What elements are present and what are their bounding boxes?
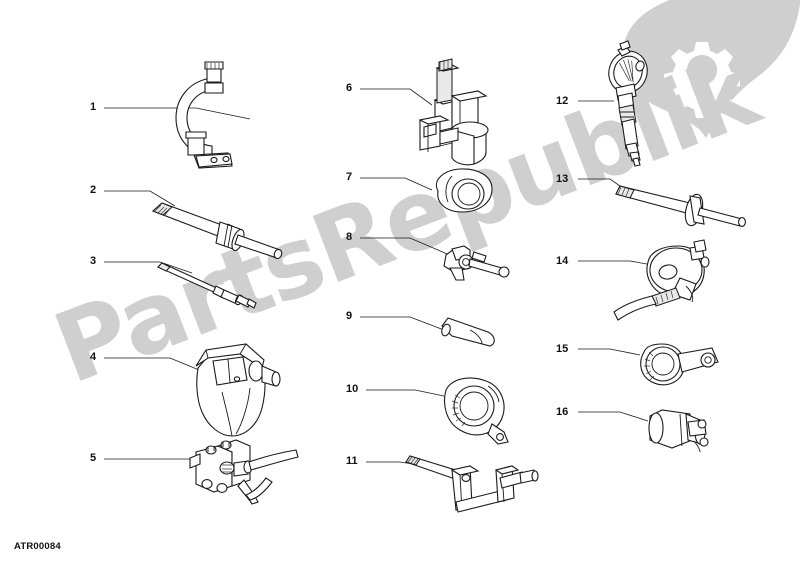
- tool-9-tapered-drift: [441, 317, 495, 347]
- item-number-13[interactable]: 13: [556, 173, 569, 185]
- leader-lines: [104, 88, 659, 471]
- item-number-8[interactable]: 8: [346, 231, 353, 243]
- tool-11-c-frame-press: [405, 455, 539, 513]
- tool-10-ring-spanner-socket: [443, 377, 509, 445]
- tool-2-driver-shaft: [151, 202, 283, 260]
- drawing-code: ATR00084: [14, 541, 61, 552]
- item-number-5[interactable]: 5: [90, 452, 97, 464]
- tool-12-dial-gauge: [608, 40, 648, 167]
- item-number-7[interactable]: 7: [346, 171, 353, 183]
- item-number-11[interactable]: 11: [346, 455, 358, 467]
- item-number-14[interactable]: 14: [556, 255, 569, 267]
- tool-13-flanged-drift: [615, 185, 746, 227]
- item-number-10[interactable]: 10: [346, 383, 359, 395]
- tool-8-pin-yoke: [443, 245, 510, 281]
- item-number-6[interactable]: 6: [346, 82, 353, 94]
- tool-3-thin-rod-punch: [157, 262, 257, 309]
- item-number-16[interactable]: 16: [556, 406, 569, 418]
- tool-16-socket-collar: [648, 409, 709, 453]
- tool-1-c-clamp-bracket: [175, 61, 233, 169]
- tool-7-ring-bushing: [436, 168, 493, 213]
- tool-15-ring-wrench: [640, 343, 719, 386]
- item-number-4[interactable]: 4: [90, 351, 97, 363]
- item-number-9[interactable]: 9: [346, 310, 353, 322]
- item-number-3[interactable]: 3: [90, 255, 97, 267]
- item-number-12[interactable]: 12: [556, 95, 569, 107]
- item-number-15[interactable]: 15: [556, 343, 569, 355]
- item-number-2[interactable]: 2: [90, 184, 97, 196]
- tool-6-post-block: [418, 58, 489, 166]
- tool-4-housing-support: [195, 343, 281, 437]
- tool-14-round-body-handle: [613, 239, 710, 321]
- item-number-1[interactable]: 1: [90, 101, 97, 113]
- tool-5-manifold-lever: [189, 439, 299, 505]
